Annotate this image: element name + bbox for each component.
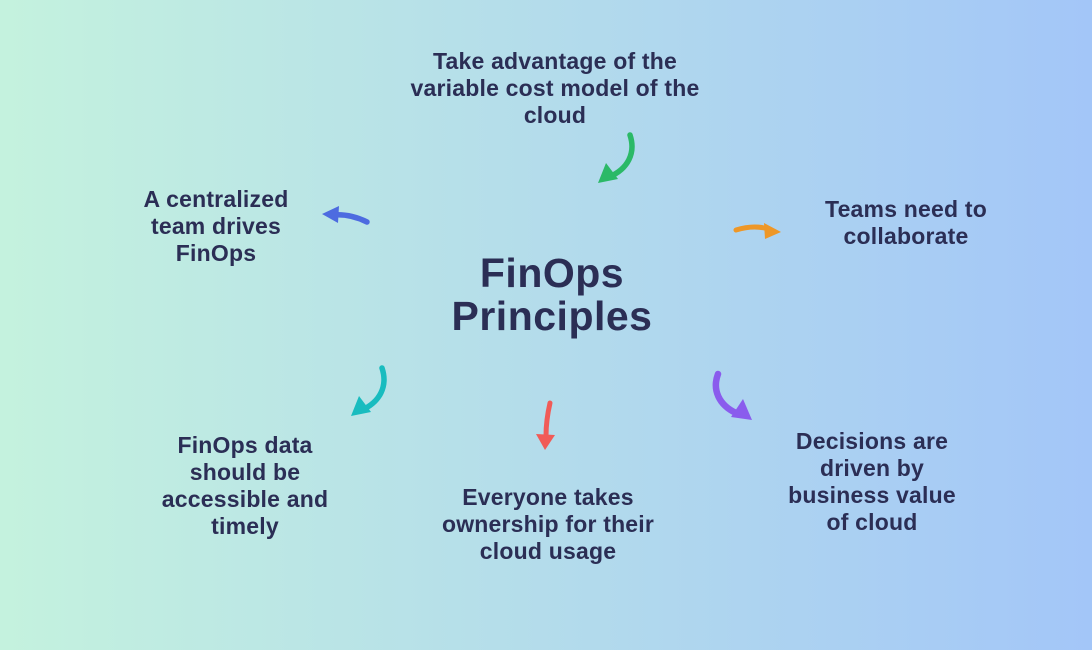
principle-line: business value: [788, 482, 956, 508]
principle-line: FinOps: [175, 240, 257, 266]
principle-line: Decisions are: [795, 428, 949, 454]
orange-arrow-head: [764, 223, 781, 239]
principle-left: A centralized team drives FinOps: [144, 186, 289, 267]
blue-arrow-head: [322, 206, 339, 223]
principle-bottom-left: FinOps data should be accessible and tim…: [162, 432, 328, 540]
principle-line: cloud usage: [479, 538, 617, 564]
red-down-arrow-icon: [536, 400, 555, 450]
principle-line: A centralized: [143, 186, 289, 212]
teal-arrow-head: [351, 396, 371, 416]
principle-line: should be: [189, 459, 301, 485]
principle-line: cloud: [523, 102, 587, 128]
principle-line: Teams need to: [825, 196, 987, 222]
orange-right-arrow-icon: [733, 223, 781, 239]
green-curved-arrow-icon: [598, 132, 635, 183]
principle-line: accessible and: [161, 486, 329, 512]
green-arrow-head: [598, 163, 618, 183]
principle-line: of cloud: [826, 509, 918, 535]
principle-line: team drives: [150, 213, 282, 239]
green-arrow-tail: [606, 132, 635, 180]
principle-right: Teams need to collaborate: [825, 196, 987, 250]
principle-line: variable cost model of the: [410, 75, 700, 101]
principle-bottom-center: Everyone takes ownership for their cloud…: [442, 484, 654, 565]
principle-line: ownership for their: [441, 511, 655, 537]
blue-left-arrow-icon: [322, 206, 370, 225]
title-line: Principles: [451, 293, 653, 339]
purple-curved-arrow-icon: [712, 370, 752, 420]
red-arrow-head: [536, 434, 555, 450]
principle-bottom-right: Decisions are driven by business value o…: [788, 428, 956, 536]
principle-line: driven by: [819, 455, 925, 481]
principle-line: Everyone takes: [462, 484, 634, 510]
principle-line: Take advantage of the: [432, 48, 678, 74]
principle-line: timely: [211, 513, 279, 539]
purple-arrow-head: [731, 399, 752, 420]
title-line: FinOps: [479, 250, 625, 296]
page-title: FinOps Principles: [452, 252, 653, 338]
principle-top: Take advantage of the variable cost mode…: [411, 48, 700, 129]
teal-curved-arrow-icon: [351, 365, 387, 416]
principle-line: FinOps data: [177, 432, 313, 458]
purple-arrow-tail: [712, 370, 740, 417]
principle-line: collaborate: [843, 223, 969, 249]
teal-arrow-tail: [359, 365, 387, 413]
red-arrow-tail: [543, 400, 553, 439]
